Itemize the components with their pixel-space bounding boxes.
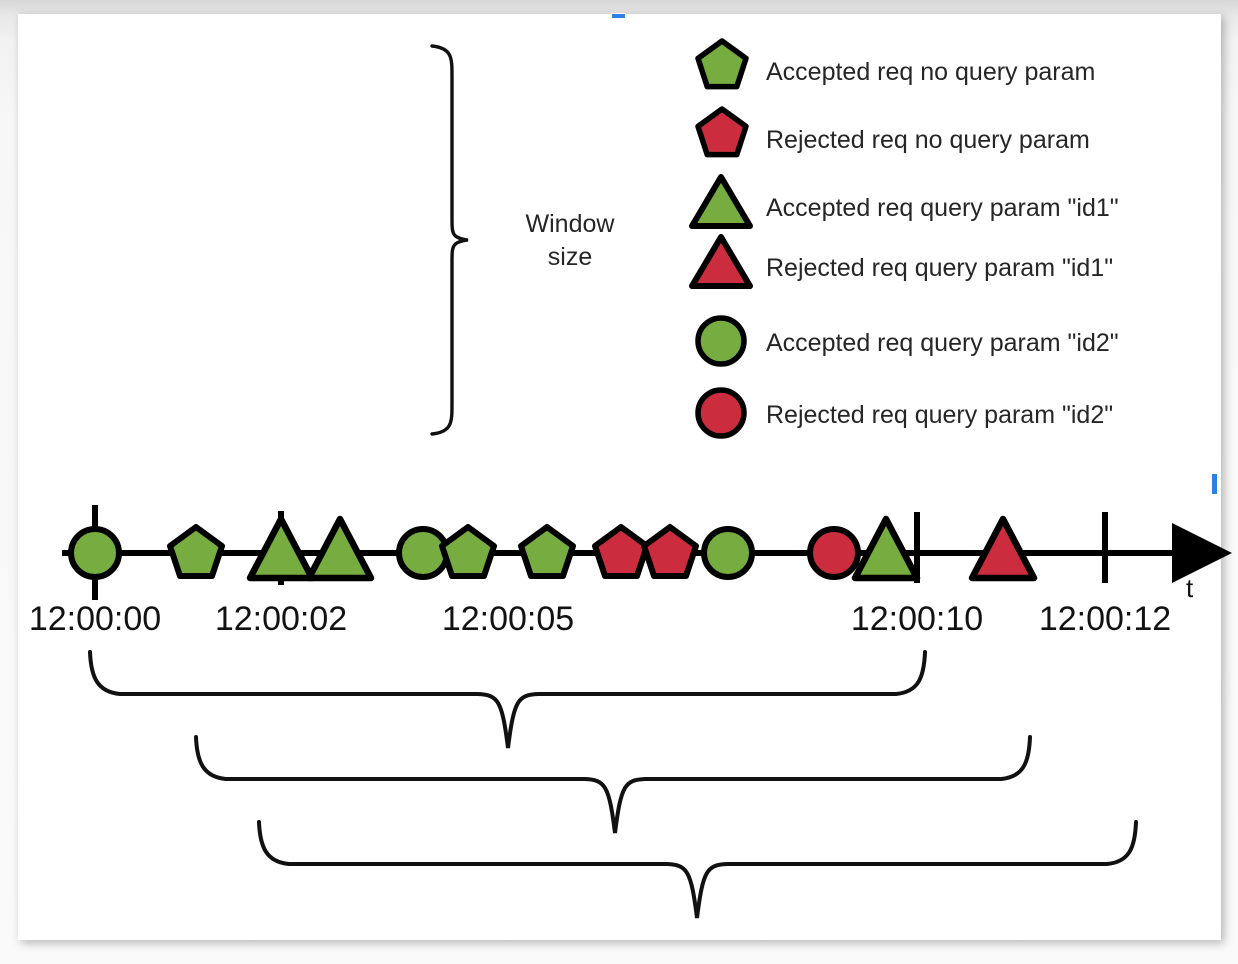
selection-handle-right[interactable] (1211, 473, 1218, 495)
pentagon-icon (695, 106, 749, 158)
legend-label: Accepted req query param "id2" (766, 329, 1119, 357)
window-size-label-line1: Window (526, 210, 616, 238)
pentagon-icon (695, 38, 749, 90)
marker-accepted-id1 (305, 515, 375, 582)
selection-handle-top[interactable] (611, 13, 626, 19)
marker-rejected-no-param (592, 524, 650, 579)
window-size-brace (430, 44, 469, 436)
axis-name-label: t (1186, 573, 1194, 603)
window-size-label-line2: size (548, 243, 592, 271)
legend-item-accepted-id2: Accepted req query param "id2" (695, 315, 1119, 367)
legend: Accepted req no query param Rejected req… (689, 38, 1119, 439)
marker-accepted-no-param (518, 524, 576, 579)
tick-label: 12:00:02 (215, 600, 347, 638)
marker-rejected-id2 (807, 526, 861, 580)
legend-item-accepted-no-query-param: Accepted req no query param (695, 38, 1095, 90)
marker-accepted-id1 (851, 515, 921, 582)
marker-accepted-no-param (439, 524, 497, 579)
legend-label: Accepted req no query param (766, 58, 1095, 86)
timeline-markers (68, 515, 1038, 582)
marker-accepted-no-param (167, 524, 225, 579)
tick-label: 12:00:00 (29, 600, 161, 638)
legend-item-rejected-id1: Rejected req query param "id1" (689, 234, 1113, 289)
window-brace-1 (88, 650, 927, 749)
legend-label: Rejected req no query param (766, 126, 1090, 154)
legend-item-rejected-no-query-param: Rejected req no query param (695, 106, 1090, 158)
drawing-canvas (18, 14, 1221, 940)
marker-accepted-id2 (701, 526, 755, 580)
window-brace-3 (257, 820, 1138, 919)
marker-rejected-id1 (968, 515, 1038, 582)
legend-label: Accepted req query param "id1" (766, 194, 1119, 222)
window-brace-2 (194, 735, 1032, 834)
marker-accepted-id2 (68, 526, 122, 580)
marker-accepted-id2 (396, 526, 450, 580)
legend-item-rejected-id2: Rejected req query param "id2" (695, 387, 1113, 439)
triangle-icon (689, 234, 753, 289)
tick-label: 12:00:05 (442, 600, 574, 638)
triangle-icon (689, 174, 753, 229)
tick-label: 12:00:10 (851, 600, 983, 638)
legend-label: Rejected req query param "id2" (766, 401, 1113, 429)
legend-label: Rejected req query param "id1" (766, 254, 1113, 282)
circle-icon (695, 315, 747, 367)
marker-accepted-id1 (246, 515, 316, 582)
circle-icon (695, 387, 747, 439)
axis-tick-labels: 12:00:00 12:00:02 12:00:05 12:00:10 12:0… (29, 600, 1171, 638)
legend-item-accepted-id1: Accepted req query param "id1" (689, 174, 1119, 229)
marker-rejected-no-param (641, 524, 699, 579)
tick-label: 12:00:12 (1039, 600, 1171, 638)
